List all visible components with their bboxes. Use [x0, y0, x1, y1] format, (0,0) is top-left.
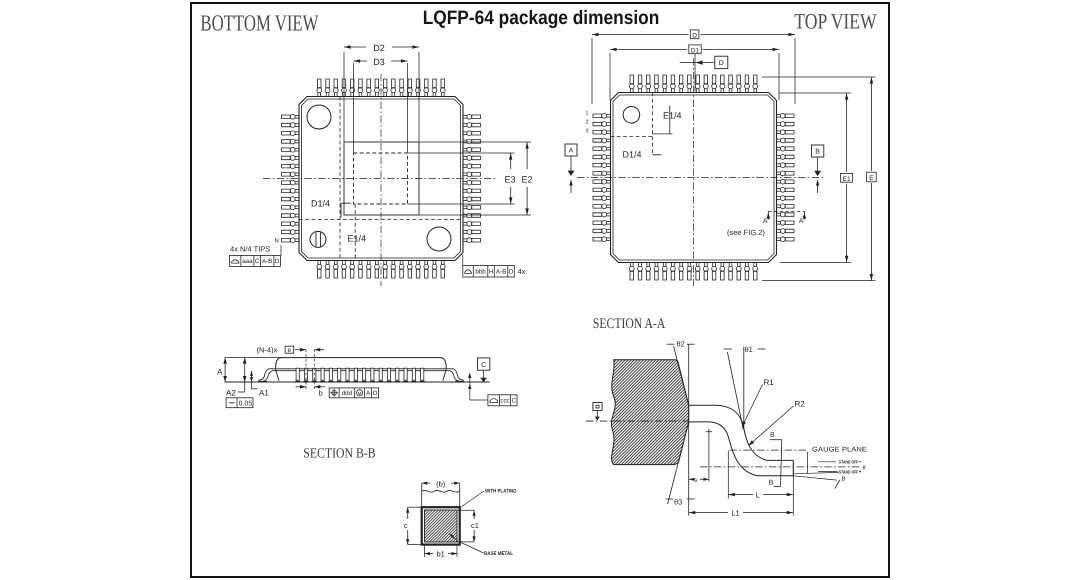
svg-text:A: A — [569, 148, 574, 155]
svg-text:SECTION B-B: SECTION B-B — [303, 446, 375, 461]
svg-text:(N-4)x: (N-4)x — [257, 345, 278, 354]
svg-text:C: C — [481, 362, 486, 369]
svg-text:e: e — [288, 347, 292, 354]
svg-text:N: N — [275, 238, 279, 245]
svg-text:D: D — [692, 32, 697, 39]
svg-text:R2: R2 — [795, 399, 806, 408]
svg-text:BOTTOM VIEW: BOTTOM VIEW — [200, 10, 318, 35]
svg-text:TOP VIEW: TOP VIEW — [794, 9, 877, 34]
svg-text:D1/4: D1/4 — [311, 199, 330, 209]
svg-text:θ2: θ2 — [677, 339, 685, 348]
svg-text:E1: E1 — [843, 176, 851, 183]
svg-text:ddd: ddd — [342, 390, 353, 397]
svg-text:C: C — [512, 398, 517, 405]
svg-text:D: D — [373, 390, 378, 397]
svg-text:s: s — [694, 477, 698, 484]
svg-text:A2: A2 — [226, 388, 236, 397]
svg-text:(see FIG.2): (see FIG.2) — [727, 228, 765, 237]
svg-text:BASE METAL: BASE METAL — [484, 551, 514, 557]
svg-text:GAUGE PLANE: GAUGE PLANE — [812, 446, 868, 453]
svg-text:D3: D3 — [373, 57, 385, 67]
svg-text:L: L — [756, 490, 760, 499]
svg-text:ccc: ccc — [500, 398, 509, 405]
svg-text:θ1: θ1 — [745, 345, 753, 354]
svg-text:b1: b1 — [437, 549, 445, 558]
svg-text:D1/4: D1/4 — [623, 150, 642, 160]
svg-text:4x N/4 TIPS: 4x N/4 TIPS — [230, 245, 270, 254]
svg-text:A-B: A-B — [262, 258, 272, 265]
svg-text:A: A — [217, 368, 223, 377]
svg-text:D: D — [275, 258, 280, 265]
svg-text:E2: E2 — [522, 175, 533, 185]
svg-text:C: C — [255, 258, 260, 265]
svg-text:3: 3 — [585, 129, 588, 135]
svg-text:θ: θ — [863, 465, 866, 471]
svg-text:D: D — [719, 60, 724, 67]
svg-text:θ: θ — [842, 476, 846, 483]
svg-text:c: c — [404, 521, 408, 530]
svg-text:A: A — [799, 218, 804, 225]
svg-text:B: B — [770, 432, 775, 439]
svg-text:2: 2 — [585, 119, 588, 125]
svg-text:(b): (b) — [436, 479, 446, 488]
svg-text:STAND OFF: STAND OFF — [839, 460, 859, 465]
svg-text:B: B — [815, 149, 820, 156]
svg-text:A1: A1 — [259, 388, 269, 397]
svg-text:aaa: aaa — [242, 258, 253, 265]
svg-text:H: H — [489, 268, 493, 275]
svg-text:E3: E3 — [505, 175, 516, 185]
svg-text:B: B — [769, 480, 774, 487]
svg-text:E: E — [869, 175, 874, 182]
svg-text:D2: D2 — [373, 43, 385, 53]
svg-text:LQFP-64 package dimension: LQFP-64 package dimension — [423, 7, 660, 29]
svg-text:0.05: 0.05 — [239, 401, 253, 408]
svg-text:1: 1 — [585, 110, 588, 116]
svg-text:WITH PLATING: WITH PLATING — [485, 489, 517, 495]
svg-text:A: A — [763, 218, 768, 225]
svg-text:L1: L1 — [731, 508, 739, 517]
svg-text:D1: D1 — [691, 47, 700, 54]
svg-text:STAND OFF: STAND OFF — [839, 469, 859, 474]
svg-text:b: b — [319, 388, 323, 397]
svg-text:θ3: θ3 — [674, 497, 682, 506]
svg-text:D: D — [509, 268, 514, 275]
svg-text:E1/4: E1/4 — [663, 111, 682, 121]
svg-text:A-B: A-B — [496, 268, 506, 275]
svg-text:A: A — [366, 390, 371, 397]
svg-text:c1: c1 — [471, 521, 479, 530]
svg-text:E1/4: E1/4 — [348, 234, 367, 244]
svg-text:M: M — [358, 391, 362, 396]
svg-text:SECTION A-A: SECTION A-A — [593, 316, 666, 332]
svg-text:4x: 4x — [518, 267, 526, 276]
svg-text:bbb: bbb — [475, 268, 486, 275]
svg-text:R1: R1 — [764, 378, 775, 387]
